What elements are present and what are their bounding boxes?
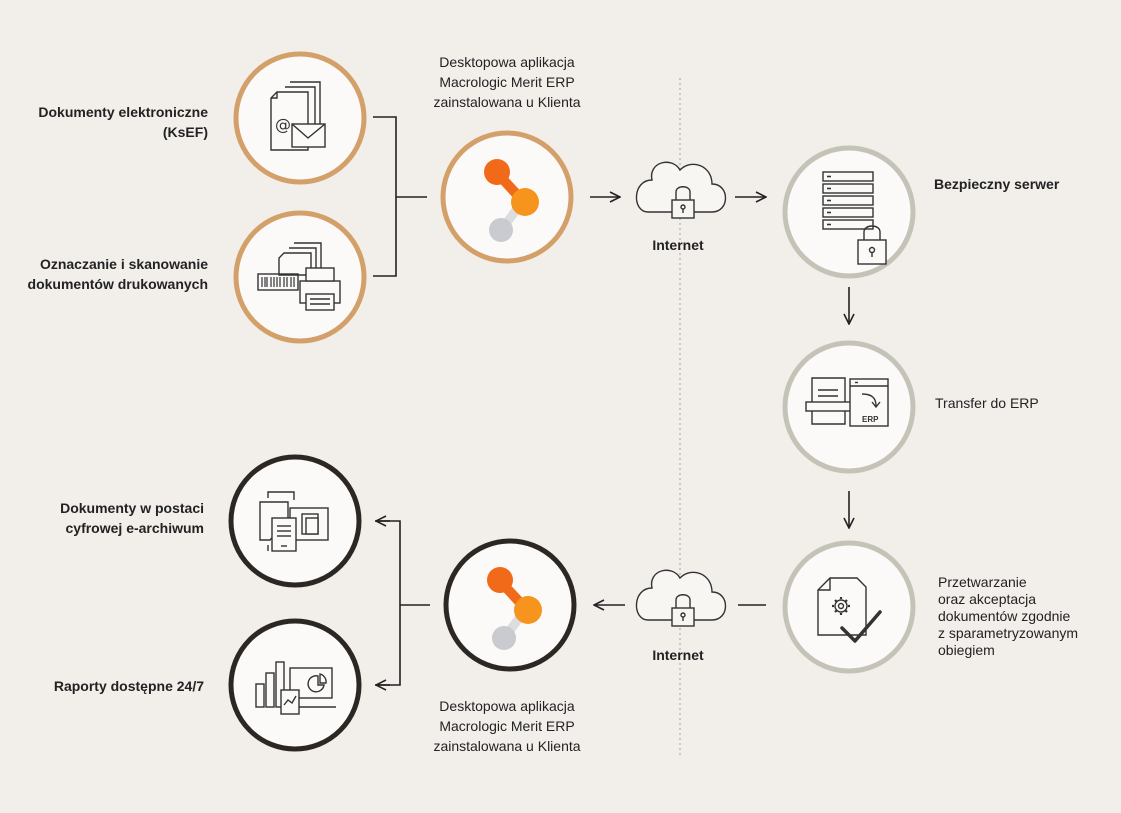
- secure-server-node: [782, 145, 916, 279]
- processing-node: [782, 540, 916, 674]
- ksef-label: Dokumenty elektroniczne (KsEF): [38, 104, 208, 140]
- cloud-lock-icon-top: [635, 161, 727, 219]
- document-transfer-erp-icon: ERP: [805, 377, 889, 427]
- transfer-label: Transfer do ERP: [935, 395, 1039, 411]
- server-label: Bezpieczny serwer: [934, 176, 1060, 192]
- barcode-printer-icon: [257, 242, 341, 311]
- bracket-connector-bottom: [375, 520, 430, 686]
- svg-text:@: @: [275, 115, 291, 134]
- bracket-connector-top: [373, 116, 427, 277]
- app-top-label: Desktopowa aplikacja Macrologic Merit ER…: [433, 54, 581, 110]
- ksef-documents-node: @: [233, 51, 367, 185]
- internet-bottom-label: Internet: [652, 647, 704, 663]
- reports-label: Raporty dostępne 24/7: [53, 678, 204, 694]
- desktop-app-node-bottom: [443, 538, 577, 672]
- internet-top-label: Internet: [652, 237, 704, 253]
- macrologic-logo-icon: [484, 159, 539, 242]
- digital-archive-icon: [259, 491, 329, 552]
- macrologic-logo-icon: [487, 567, 542, 650]
- scan-label: Oznaczanie i skanowanie dokumentów druko…: [27, 256, 208, 292]
- scanning-node: [233, 210, 367, 344]
- transfer-erp-node: ERP: [782, 340, 916, 474]
- server-lock-icon: [822, 171, 887, 265]
- cloud-lock-icon-bottom: [635, 569, 727, 627]
- archive-label: Dokumenty w postaci cyfrowej e-archiwum: [60, 500, 204, 536]
- desktop-app-node-top: [440, 130, 574, 264]
- app-bottom-label: Desktopowa aplikacja Macrologic Merit ER…: [433, 698, 581, 754]
- email-documents-icon: @: [270, 81, 326, 151]
- document-gear-check-icon: [817, 577, 882, 643]
- erp-tag: ERP: [862, 415, 879, 424]
- reports-chart-icon: [255, 661, 336, 715]
- e-archive-node: [228, 454, 362, 588]
- process-label: Przetwarzanie oraz akceptacja dokumentów…: [938, 574, 1079, 658]
- reports-node: [228, 618, 362, 752]
